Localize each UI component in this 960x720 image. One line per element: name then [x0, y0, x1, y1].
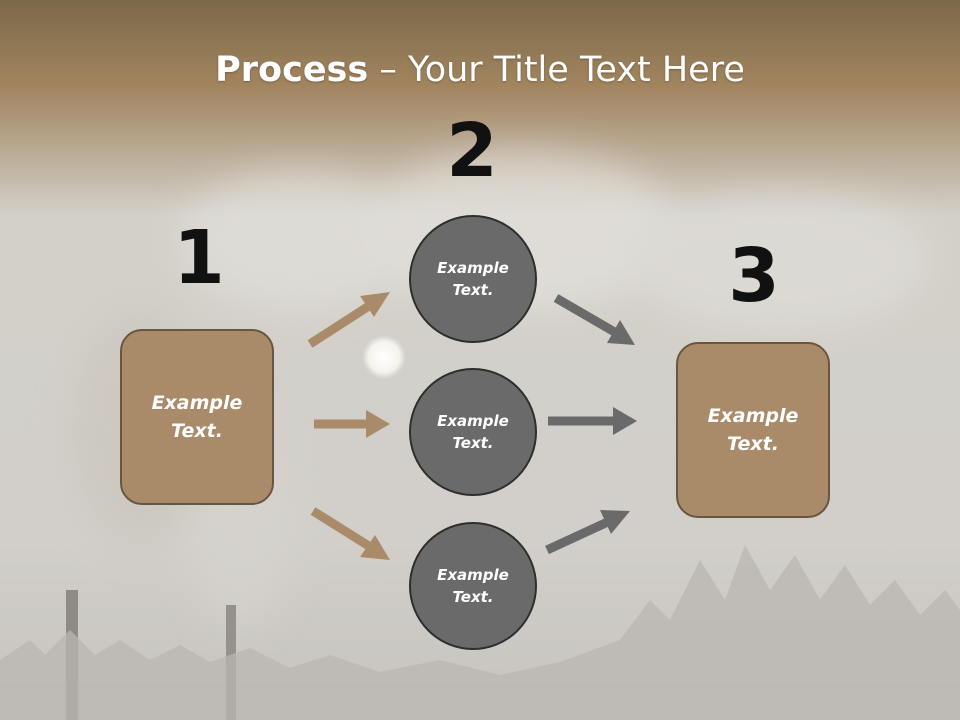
circle-middle-text: Example Text.: [437, 411, 509, 453]
arrow-circle-middle-to-box3: [548, 407, 637, 435]
step-number-1: 1: [173, 215, 225, 301]
slide-title: Process – Your Title Text Here: [0, 50, 960, 90]
step-number-3: 3: [728, 233, 780, 319]
arrow-box1-to-circle-bottom: [310, 507, 390, 560]
step-number-2: 2: [446, 108, 498, 194]
step-box-1: Example Text.: [120, 329, 274, 505]
circle-top: Example Text.: [409, 215, 537, 343]
circle-top-text: Example Text.: [437, 258, 509, 300]
circle-bottom: Example Text.: [409, 522, 537, 650]
step-box-1-text: Example Text.: [151, 391, 243, 443]
circle-bottom-text: Example Text.: [437, 565, 509, 607]
step-box-3-text: Example Text.: [707, 404, 799, 456]
step-box-3: Example Text.: [676, 342, 830, 518]
arrow-box1-to-circle-middle: [314, 410, 390, 438]
arrow-box1-to-circle-top: [307, 292, 390, 348]
arrow-circle-bottom-to-box3: [545, 510, 630, 555]
circle-middle: Example Text.: [409, 368, 537, 496]
arrow-circle-top-to-box3: [553, 294, 635, 345]
title-rest: – Your Title Text Here: [368, 50, 745, 90]
title-strong: Process: [215, 50, 369, 90]
